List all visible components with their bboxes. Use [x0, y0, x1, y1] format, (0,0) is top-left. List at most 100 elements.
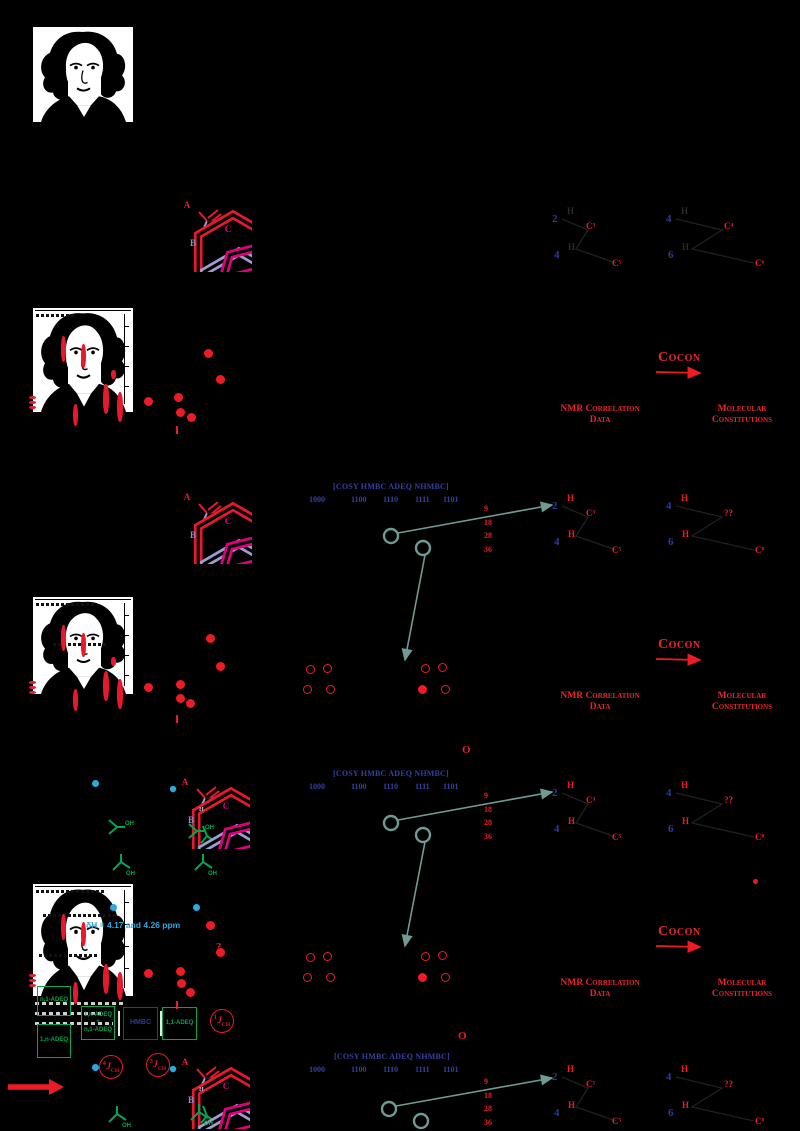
bracket-tick — [118, 1011, 120, 1036]
ring-a-label: A — [184, 200, 191, 210]
constitution-cluster — [302, 950, 344, 988]
goethe-spectrum — [29, 308, 133, 426]
proton-marker — [92, 1064, 99, 1071]
correlation-fragment: 2 H C³ 4 H C⁵ — [546, 205, 671, 277]
cocon-arrow — [655, 366, 702, 380]
carbon-count-rows: 9 18 28 36 — [484, 504, 492, 554]
carbon-count-rows: 9 18 28 36 — [484, 791, 492, 841]
h-label: H — [682, 242, 690, 252]
correlation-fragment: 4 H C⁴ 6 H C⁶ — [660, 205, 785, 277]
cocon-label: Cocon — [658, 350, 701, 365]
svg-text:OH: OH — [125, 821, 134, 827]
hsqc-proton-dot — [169, 1065, 177, 1073]
svg-text:OH: OH — [205, 825, 214, 831]
svg-text:C: C — [223, 801, 230, 811]
correlation-vectors: 1000 1100 1110 1111 1101 — [309, 495, 459, 504]
c-label: C⁶ — [755, 258, 765, 268]
j4ch-circle: 4JCH — [99, 1055, 123, 1079]
svg-text:C: C — [223, 1081, 230, 1091]
h-number: 6 — [668, 249, 674, 261]
mapping-arrow — [397, 501, 554, 534]
mapping-arrow — [401, 554, 426, 662]
cocon-arrow — [655, 653, 702, 667]
correlation-fragment: 4 H ?? 6 H C⁸ — [666, 780, 765, 842]
h-number: 4 — [554, 249, 560, 261]
svg-text:C: C — [225, 516, 232, 526]
svg-text:B: B — [188, 815, 194, 825]
svg-text:OH: OH — [126, 871, 135, 877]
h-label: H — [568, 242, 576, 252]
mapping-circle — [382, 814, 400, 832]
goethe-spectrum — [29, 597, 133, 711]
svg-text:OH: OH — [204, 1121, 213, 1127]
constitution-cluster — [417, 949, 459, 987]
constitution-cluster — [302, 662, 344, 700]
goethe-spectrum — [29, 884, 133, 1004]
j1ch-circle: 1JCH — [210, 1009, 234, 1033]
proton-marker — [110, 904, 117, 911]
h-number: 4 — [666, 213, 672, 225]
mapping-circle — [380, 1100, 398, 1118]
cocon-label: Cocon — [658, 924, 701, 939]
svg-text:A: A — [182, 1057, 189, 1067]
mapping-arrow — [397, 788, 554, 821]
green-fragment: OH — [188, 823, 214, 839]
green-fragment: OH — [194, 854, 217, 877]
experiment-list: [COSY HMBC ADEQ NHMBC] — [333, 482, 449, 491]
oxygen-label: O — [458, 1030, 467, 1042]
svg-text:B: B — [188, 1095, 194, 1105]
correlation-fragment: 4 H ?? 6 H C⁸ — [666, 493, 765, 555]
experiment-list: [COSY HMBC ADEQ NHMBC] — [333, 769, 449, 778]
cocon-label: Cocon — [658, 637, 701, 652]
h-label: H — [567, 206, 575, 216]
question-mark: ? — [216, 941, 222, 953]
correlation-vectors: 1000 1100 1110 1111 1101 — [309, 1065, 459, 1074]
constitution-cluster — [417, 661, 459, 699]
green-fragment: OH — [108, 819, 134, 835]
mapping-circle — [382, 527, 400, 545]
svg-text:OH: OH — [122, 1123, 131, 1129]
mapping-circle — [412, 1112, 430, 1130]
j3ch-circle: 3JCH — [146, 1053, 170, 1077]
svg-text:A: A — [182, 777, 189, 787]
ring-c-label: C — [225, 224, 232, 234]
svg-text:A: A — [184, 492, 191, 502]
green-fragment: OH — [108, 1106, 131, 1129]
green-fragment: OH — [112, 854, 135, 877]
mapping-arrow — [401, 841, 426, 948]
correlation-fragment: 4 H ?? 6 H C⁸ — [666, 1064, 765, 1126]
oxygen-label: O — [462, 744, 471, 756]
carbon-count-rows: 9 18 28 36 — [484, 1077, 492, 1127]
correlation-fragment: 2 H C³ 4 H C⁵ — [552, 780, 622, 842]
cocon-arrow — [655, 940, 702, 954]
nmr-correlation-data-label: NMR Correlation Data — [560, 404, 640, 426]
bracket-tick — [160, 1011, 162, 1036]
adeq-box-n1: n,1-ADEQ — [37, 986, 71, 1016]
ring-b-label: B — [190, 238, 196, 248]
adeq-box-1n: 1,n-ADEQ — [37, 1024, 71, 1058]
molecule-structure: A B C — [184, 492, 252, 564]
hsqc-proton-dot — [169, 785, 177, 793]
correlation-fragment: 2 H C³ 4 H C⁵ — [552, 493, 622, 555]
proton-marker — [193, 904, 200, 911]
spectrum-peak — [61, 336, 66, 362]
delta-annotation: δH = 4.17 and 4.26 ppm — [86, 920, 181, 930]
molecular-constitutions-label: Molecular Constitutions — [711, 404, 773, 426]
svg-text:OH: OH — [208, 871, 217, 877]
green-fragment: OH — [190, 1104, 213, 1127]
c-label: C⁴ — [724, 221, 734, 231]
adeq-box-11: 1,1-ADEQ — [162, 1007, 197, 1040]
experiment-list: [COSY HMBC ADEQ NHMBC] — [334, 1052, 450, 1061]
mapping-circle — [414, 826, 432, 844]
hmbc-box: HMBC — [123, 1007, 158, 1040]
correlation-fragment: 2 H C⁵ 4 H C⁵ — [552, 1064, 622, 1126]
c-label: C⁵ — [612, 258, 622, 268]
h-number: 2 — [552, 213, 558, 225]
svg-text:H: H — [199, 807, 204, 813]
molecule-structure: A B C H — [169, 1057, 250, 1129]
